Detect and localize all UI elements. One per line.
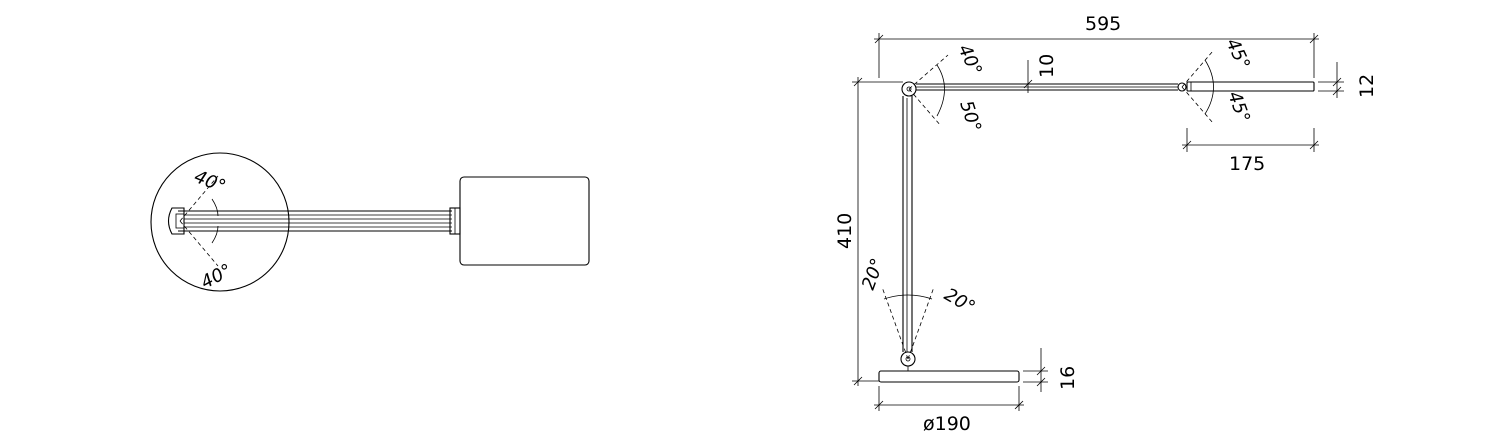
dim-base-diameter-label: ø190 [923, 413, 971, 435]
head-angle-label-up: 45° [1221, 35, 1254, 73]
top-view-angle-ray-top [179, 175, 219, 222]
side-view-base [878, 370, 1020, 383]
base-angle-label-left: 20° [858, 256, 889, 293]
dim-head-thickness-label: 12 [1356, 74, 1378, 98]
top-view-hinge-cap [167, 207, 185, 235]
top-view-base-circle [150, 152, 290, 292]
top-view-arm [178, 210, 452, 232]
head-angle-label-down: 45° [1223, 89, 1254, 126]
side-view-horizontal-arm [916, 83, 1178, 91]
head-angle-arc [1204, 59, 1214, 115]
top-view-angle-arc-top [211, 198, 219, 217]
top-view: 40° 40° [150, 152, 590, 293]
dim-head-length-label: 175 [1229, 153, 1265, 175]
head-angle-ray-up [1181, 50, 1214, 88]
side-view-vertical-arm [902, 96, 913, 352]
top-view-head [459, 176, 590, 266]
dim-head-length: 175 [1182, 128, 1319, 175]
top-view-angle-ray-bottom [179, 220, 219, 267]
elbow-angle-label-down: 50° [955, 98, 985, 135]
base-angle-ray-left [881, 286, 909, 360]
dim-base-thickness-label: 16 [1057, 366, 1079, 390]
dim-base-diameter: ø190 [874, 386, 1024, 435]
dim-total-length-label: 595 [1085, 13, 1121, 35]
top-view-hinge-detail [175, 213, 185, 229]
base-angle-label-right: 20° [941, 284, 979, 318]
side-view-head [1186, 81, 1315, 92]
side-view-elbow-pivot [901, 81, 917, 97]
head-angle-ray-down [1181, 86, 1214, 124]
base-angle-arc [883, 294, 933, 300]
elbow-angle-ray-down [908, 88, 942, 127]
base-angle-ray-right [907, 286, 935, 360]
top-view-angle-arc-bottom [211, 225, 219, 244]
dim-height: 410 [834, 77, 903, 386]
side-view-head-pivot [1177, 82, 1187, 92]
dim-height-label: 410 [834, 213, 856, 249]
elbow-angle-arc [936, 64, 945, 117]
dim-arm-thickness-label: 10 [1036, 54, 1058, 78]
dim-base-thickness: 16 [1023, 348, 1079, 392]
side-view: 40° 50° 45° 45° 20° 20° 595 4 [834, 13, 1378, 435]
dim-total-length: 595 [874, 13, 1319, 78]
elbow-angle-ray-up [908, 54, 949, 90]
top-view-angle-label-top: 40° [191, 166, 228, 197]
dim-arm-thickness: 10 [1023, 54, 1058, 93]
elbow-angle-label-up: 40° [953, 41, 986, 79]
dim-head-thickness: 12 [1318, 62, 1378, 98]
